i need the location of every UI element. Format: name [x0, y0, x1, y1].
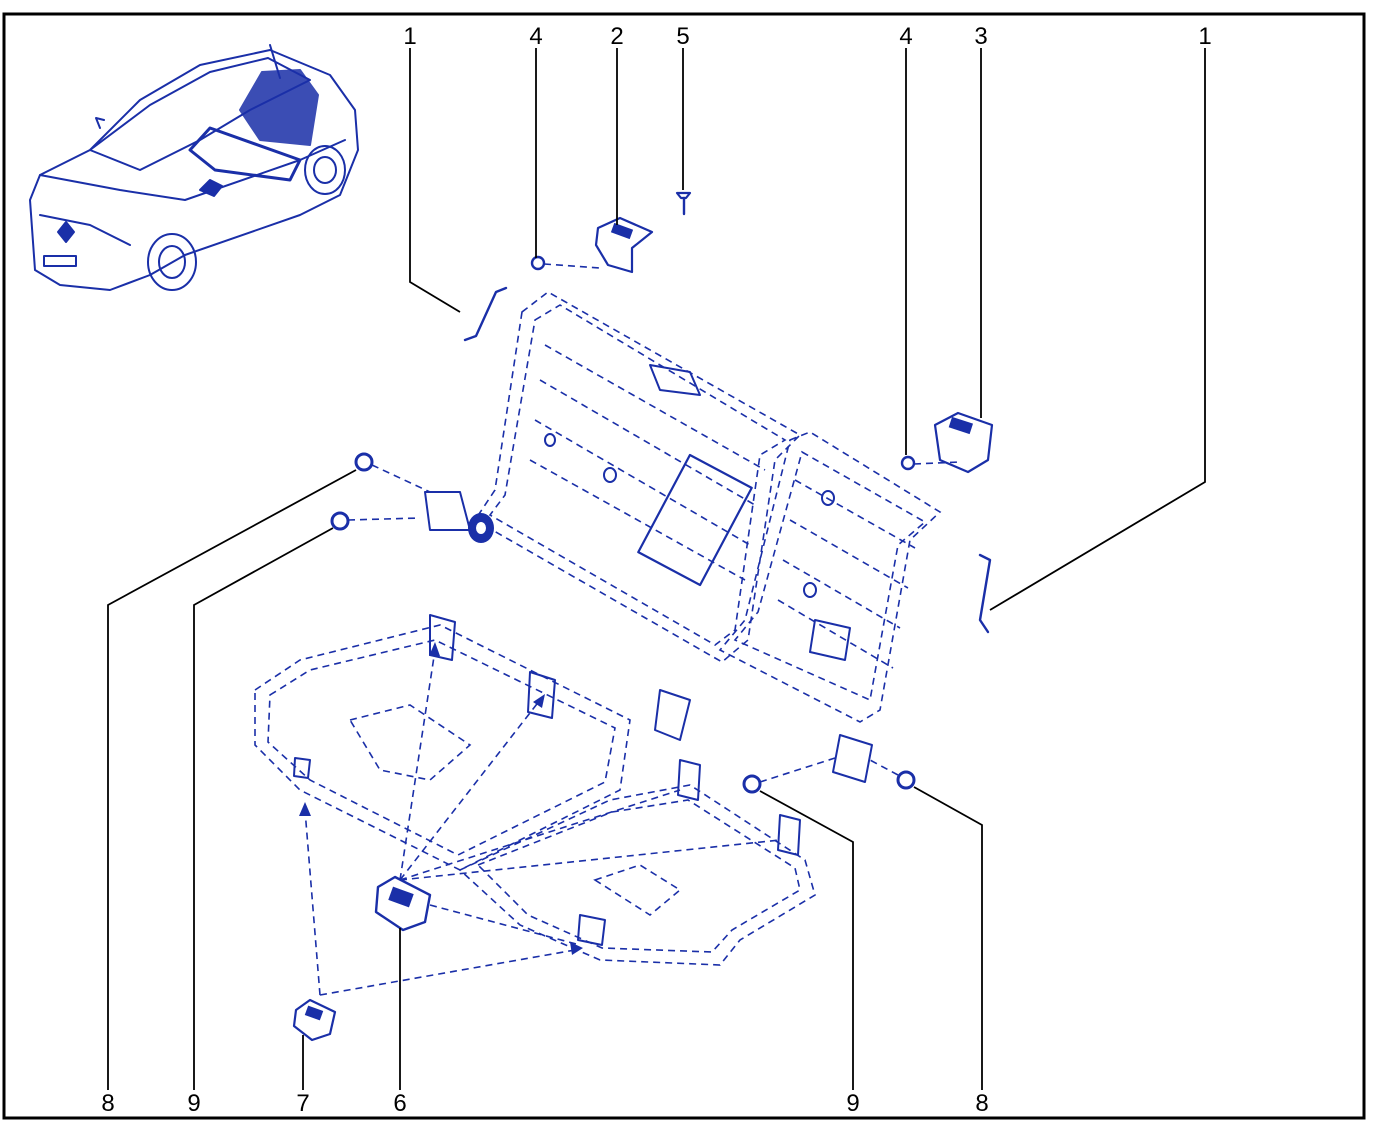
seat-cushion-frame-right	[458, 759, 816, 966]
part-4-screw-left	[530, 255, 601, 271]
part-3-bracket	[933, 411, 994, 474]
callout-4-right: 4	[899, 23, 912, 50]
part-1-bar-left	[463, 286, 508, 342]
part-2-bracket	[594, 216, 654, 274]
part-5-bolt	[675, 191, 692, 216]
seat-cushion-frame-left	[254, 614, 631, 871]
part-9-nut-right	[742, 757, 836, 794]
callout-6: 6	[393, 1090, 406, 1117]
seat-backrest-frame-left	[424, 291, 802, 663]
callout-1-left: 1	[403, 23, 416, 50]
part-7-clip	[292, 998, 337, 1042]
part-1-bar-right	[978, 553, 992, 634]
callout-4-left: 4	[529, 23, 542, 50]
callout-9-right: 9	[846, 1090, 859, 1117]
part-8-nut-left	[354, 452, 431, 493]
diagram-frame	[2, 12, 1366, 1120]
part-9-nut-left	[330, 511, 421, 531]
callout-9-left: 9	[187, 1090, 200, 1117]
part-6-clip	[374, 875, 432, 932]
callout-3: 3	[974, 23, 987, 50]
assembly-arrows	[299, 642, 781, 996]
car-thumbnail	[29, 44, 359, 291]
callout-7: 7	[296, 1090, 309, 1117]
callout-2: 2	[610, 23, 623, 50]
part-8-nut-right	[869, 759, 916, 790]
leader-lines	[107, 48, 1206, 1090]
callout-8-left: 8	[101, 1090, 114, 1117]
callout-1-right: 1	[1198, 23, 1211, 50]
callout-8-right: 8	[975, 1090, 988, 1117]
part-4-screw-right	[900, 455, 961, 471]
callout-5: 5	[676, 23, 689, 50]
seat-backrest-frame-right	[654, 431, 942, 783]
